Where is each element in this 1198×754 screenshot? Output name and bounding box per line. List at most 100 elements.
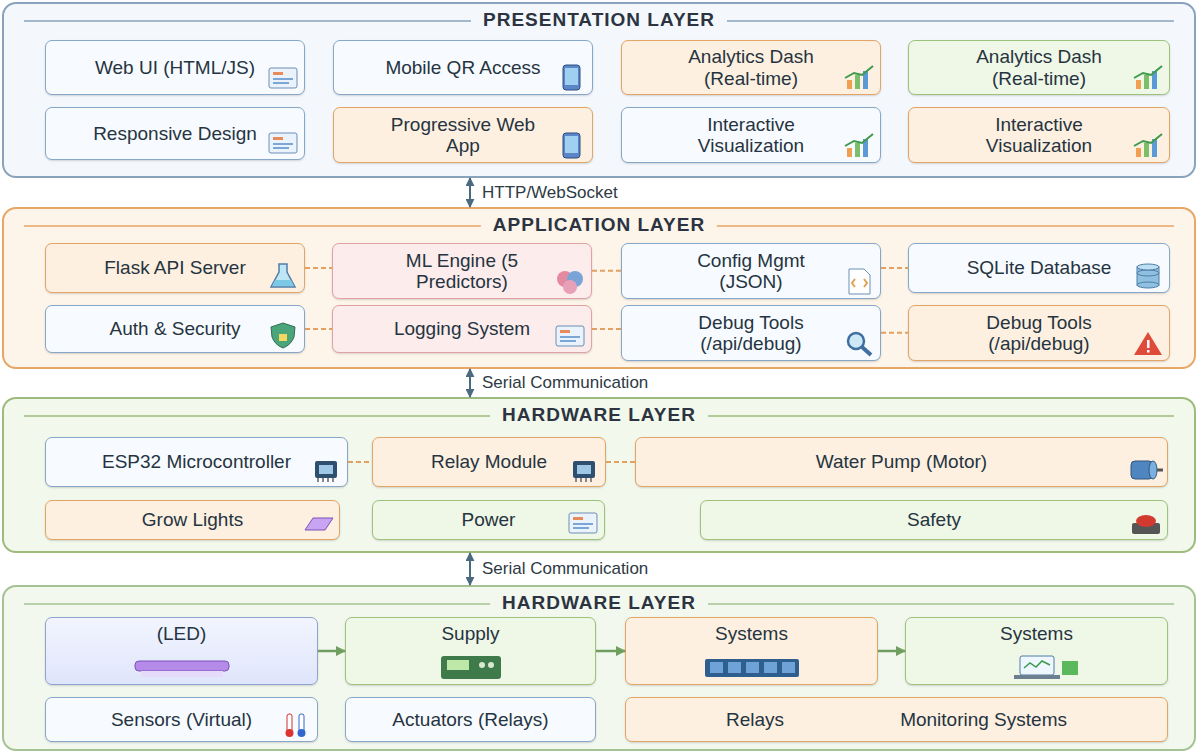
component-box: Progressive Web App — [333, 107, 593, 163]
component-label: ESP32 Microcontroller — [102, 451, 291, 472]
component-label: Responsive Design — [93, 123, 257, 144]
db-icon — [1131, 261, 1165, 289]
component-label: Progressive Web App — [376, 114, 550, 157]
component-box: Sensors (Virtual) — [45, 697, 318, 742]
component-label: Water Pump (Motor) — [816, 451, 987, 472]
component-label: Analytics Dash (Real-time) — [664, 46, 838, 89]
connection-label: Serial Communication — [482, 559, 648, 579]
component-box: Web UI (HTML/JS) — [45, 40, 305, 95]
flask-icon — [266, 261, 300, 289]
layer-band: ESP32 Microcontroller Relay Module Water P… — [2, 397, 1196, 553]
component-box: Relays Monitoring Systems — [625, 697, 1168, 742]
chart-icon — [1131, 63, 1165, 91]
chart-icon — [842, 131, 876, 159]
layer-link — [469, 178, 471, 207]
component-box: Systems — [625, 617, 878, 685]
layer-title: PRESENTATION LAYER — [471, 9, 727, 32]
doc-icon — [842, 267, 876, 295]
connection-label: Serial Communication — [482, 373, 648, 393]
component-label: Interactive Visualization — [664, 114, 838, 157]
component-label: ML Engine (5 Predictors) — [375, 250, 549, 293]
component-box: Flask API Server — [45, 243, 305, 293]
component-box: Debug Tools (/api/debug) — [908, 305, 1170, 361]
component-label: Flask API Server — [104, 257, 246, 278]
component-label: Analytics Dash (Real-time) — [951, 46, 1127, 89]
screen-icon — [553, 321, 587, 349]
component-label: Supply — [441, 623, 499, 644]
component-box: SQLite Database — [908, 243, 1170, 293]
component-box: Logging System — [332, 305, 592, 353]
component-label: Sensors (Virtual) — [111, 709, 252, 730]
layer-link — [469, 553, 471, 585]
component-box: Interactive Visualization — [621, 107, 881, 163]
component-label: Debug Tools (/api/debug) — [951, 312, 1127, 355]
component-label: Systems — [1000, 623, 1073, 644]
screen-icon — [266, 128, 300, 156]
chip-icon — [309, 455, 343, 483]
component-box: ESP32 Microcontroller — [45, 437, 348, 487]
board-icon — [697, 653, 807, 681]
component-label: Actuators (Relays) — [392, 709, 548, 730]
component-label: Monitoring Systems — [900, 709, 1067, 730]
component-box: Interactive Visualization — [908, 107, 1170, 163]
layer-band: (LED) Supply Systems SystemsSensors (Virtua… — [2, 585, 1196, 751]
brain-icon — [553, 267, 587, 295]
component-label: Auth & Security — [110, 318, 241, 339]
component-box: Responsive Design — [45, 107, 305, 160]
component-label: Relays — [726, 709, 784, 730]
layer-title: HARDWARE LAYER — [490, 592, 708, 615]
component-label: Systems — [715, 623, 788, 644]
component-label: Relay Module — [431, 451, 547, 472]
chart-icon — [1131, 131, 1165, 159]
btn-icon — [1129, 508, 1163, 536]
chart-icon — [842, 63, 876, 91]
layer-band: Web UI (HTML/JS) Mobile QR Access Analytic… — [2, 2, 1196, 178]
component-label: Power — [462, 509, 516, 530]
layer-title: HARDWARE LAYER — [490, 404, 708, 427]
shield-icon — [266, 321, 300, 349]
component-label: Mobile QR Access — [385, 57, 540, 78]
search-icon — [842, 329, 876, 357]
component-label: Safety — [907, 509, 961, 530]
component-box: Analytics Dash (Real-time) — [908, 40, 1170, 95]
component-box: Debug Tools (/api/debug) — [621, 305, 881, 361]
component-label: SQLite Database — [967, 257, 1112, 278]
chip-icon — [567, 455, 601, 483]
component-box: Config Mgmt (JSON) — [621, 243, 881, 299]
component-label: Web UI (HTML/JS) — [95, 57, 255, 78]
component-box: Actuators (Relays) — [345, 697, 596, 742]
component-label: (LED) — [157, 623, 207, 644]
component-box: ML Engine (5 Predictors) — [332, 243, 592, 299]
component-box: (LED) — [45, 617, 318, 685]
component-box: Relay Module — [372, 437, 606, 487]
phone-icon — [554, 131, 588, 159]
laptop-icon — [982, 653, 1092, 681]
connection-label: HTTP/WebSocket — [482, 183, 618, 203]
ledbar-icon — [127, 653, 237, 681]
component-label: Logging System — [394, 318, 530, 339]
light-icon — [301, 508, 335, 536]
device-icon — [416, 653, 526, 681]
component-label: Debug Tools (/api/debug) — [664, 312, 838, 355]
component-label: Config Mgmt (JSON) — [664, 250, 838, 293]
motor-icon — [1129, 455, 1163, 483]
component-box: Water Pump (Motor) — [635, 437, 1168, 487]
phone-icon — [554, 63, 588, 91]
component-label: Grow Lights — [142, 509, 243, 530]
layer-link — [469, 369, 471, 397]
component-box: Grow Lights — [45, 500, 340, 540]
component-box: Safety — [700, 500, 1168, 540]
component-box: Auth & Security — [45, 305, 305, 353]
component-box: Systems — [905, 617, 1168, 685]
screen-icon — [566, 508, 600, 536]
component-box: Supply — [345, 617, 596, 685]
component-box: Mobile QR Access — [333, 40, 593, 95]
screen-icon — [266, 63, 300, 91]
warn-icon — [1131, 329, 1165, 357]
layer-title: APPLICATION LAYER — [481, 214, 717, 237]
therm-icon — [279, 710, 313, 738]
layer-band: Flask API Server ML Engine (5 Predictors)… — [2, 207, 1196, 369]
component-box: Analytics Dash (Real-time) — [621, 40, 881, 95]
component-label: Interactive Visualization — [951, 114, 1127, 157]
